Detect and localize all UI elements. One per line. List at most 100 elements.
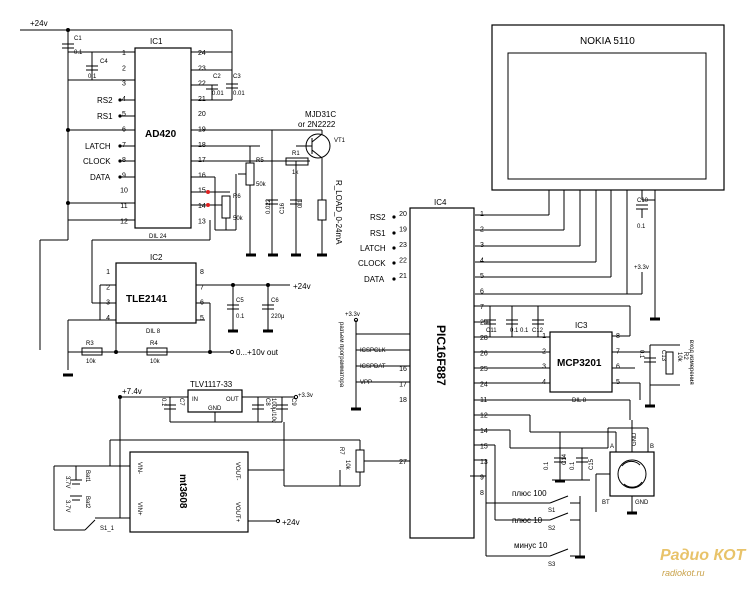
ic2-name: TLE2141 (126, 294, 168, 305)
pin-number: 3 (542, 364, 546, 371)
pin-number: 4 (542, 379, 546, 386)
pin-number: 2 (106, 284, 110, 291)
pin-number: 7 (480, 304, 484, 311)
pin-number: 8 (480, 490, 484, 497)
ic4-label-data: DATA (364, 275, 385, 284)
pin-number: 1 (480, 211, 484, 218)
power-label-74v: +7.4v (122, 387, 142, 396)
ic4-label-latch: LATCH (360, 244, 386, 253)
pin-number: 15 (198, 188, 206, 195)
r3-label: R3 (86, 341, 94, 347)
encoder-pin-gnd2: GND (635, 500, 649, 506)
vt1-name: MJD31C (305, 110, 336, 119)
ic2-ref: IC2 (150, 253, 163, 262)
c7-label: C7 (178, 398, 184, 406)
r7-value: 10k (344, 460, 350, 471)
power-label-24v-tle: +24v (293, 282, 311, 291)
pin-number: 27 (399, 459, 407, 466)
r1-value: 1k (292, 170, 299, 176)
pin-number: 4 (106, 315, 110, 322)
pin-number: 20 (399, 211, 407, 218)
regulator-gnd: GND (208, 406, 222, 412)
regulator-name: TLV1117-33 (190, 380, 233, 389)
pin-number: 21 (198, 96, 206, 103)
switch-s1-1-ref: S1_1 (100, 526, 115, 532)
c-vt-bypass-value: 0.1 (298, 199, 304, 208)
boost-vin-minus: VIN- (136, 462, 142, 474)
ic1-input-latch: LATCH (85, 142, 111, 151)
ic1-input-rs2: RS2 (97, 96, 113, 105)
c1-value: 0.1 (74, 50, 83, 56)
switch-s2-ref: S2 (548, 526, 556, 532)
pin-number: 15 (480, 444, 488, 451)
pin-number: 14 (480, 428, 488, 435)
regulator-in: IN (192, 397, 198, 403)
vt1-alt: or 2N2222 (298, 120, 336, 129)
pin-number: 5 (200, 315, 204, 322)
c12-label: C12 (532, 328, 544, 334)
pin-number: 24 (198, 50, 206, 57)
c16-label: C16 (280, 202, 286, 214)
pin-number: 1 (542, 333, 546, 340)
ic1-left-wiring: C4 0.1 RS2 RS1 LATCH CLOCK DATA (39, 51, 135, 350)
c13-value: 0.1 (638, 350, 644, 359)
c8-value: 100μ/10v (270, 398, 276, 423)
c13-label: C13 (660, 350, 666, 362)
pin-number: 21 (399, 273, 407, 280)
r3-value: 10k (86, 359, 97, 365)
lcd-pins (548, 190, 656, 294)
r6-label: R6 (233, 194, 241, 200)
pin-number: 10 (120, 188, 128, 195)
c3-label: C3 (233, 74, 241, 80)
pin-number: 17 (399, 382, 407, 389)
ic4-label-icspclk: ICSPCLK (360, 348, 386, 354)
pin-number: 12 (480, 413, 488, 420)
ic1-ad420: IC1 AD420 DIL 24 12345678910111224232221… (120, 37, 206, 240)
c16-value: 0.022 (266, 198, 272, 214)
c5-label: C5 (236, 298, 244, 304)
r1-label: R1 (292, 151, 300, 157)
boost-vout-plus: VOUT+ (234, 502, 240, 523)
ic4-name: PIC16F887 (434, 325, 448, 386)
regulator-tlv1117: TLV1117-33 IN OUT GND +3.3v +7.4v C7 0.1… (118, 380, 313, 518)
pin-number: 9 (122, 172, 126, 179)
ic1-pkg: DIL 24 (149, 234, 167, 240)
regulator-out: OUT (226, 397, 239, 403)
pin-number: 19 (399, 227, 407, 234)
vt1-transistor: MJD31C or 2N2222 VT1 R1 1k R_LOAD_0-24mA (285, 110, 346, 257)
pin-number: 25 (480, 366, 488, 373)
battery-2-ref: Bat2 (84, 496, 90, 509)
battery-1-ref: Bat1 (84, 470, 90, 483)
ic1-ref: IC1 (150, 37, 163, 46)
battery-2-voltage: 3.7V (64, 500, 70, 512)
pin-number: 24 (480, 382, 488, 389)
c5-value: 0.1 (236, 314, 245, 320)
vt1-ref: VT1 (334, 138, 346, 144)
c3-value: 0.01 (233, 91, 245, 97)
c15-value: 0.1 (570, 461, 576, 470)
switch-minus10-label: минус 10 (514, 541, 548, 550)
c10-label: C10 (637, 198, 649, 204)
c12-value: 0.1 (520, 328, 529, 334)
encoder-pin-b: B (650, 444, 654, 450)
watermark-url: radiokot.ru (662, 568, 705, 578)
pin-number: 8 (616, 333, 620, 340)
pin-number: 23 (399, 242, 407, 249)
c2-label: C2 (213, 74, 221, 80)
c15-label: C15 (589, 458, 595, 470)
rload-label: R_LOAD_0-24mA (334, 180, 343, 245)
c10-value: 0.1 (637, 224, 646, 230)
c4-value: 0.1 (88, 74, 97, 80)
pin-number: 14 (198, 203, 206, 210)
pin-number: 18 (399, 397, 407, 404)
ic4-label-clock: CLOCK (358, 259, 386, 268)
pin-number: 9 (480, 475, 484, 482)
pin-number: 5 (480, 273, 484, 280)
buttons: плюс 100 S1 плюс 10 S2 минус 10 S3 (470, 460, 585, 568)
lcd-name: NOKIA 5110 (580, 36, 635, 47)
pin-number: 26 (480, 351, 488, 358)
pin-number: 1 (122, 50, 126, 57)
battery-1-voltage: 3.7V (64, 476, 70, 488)
